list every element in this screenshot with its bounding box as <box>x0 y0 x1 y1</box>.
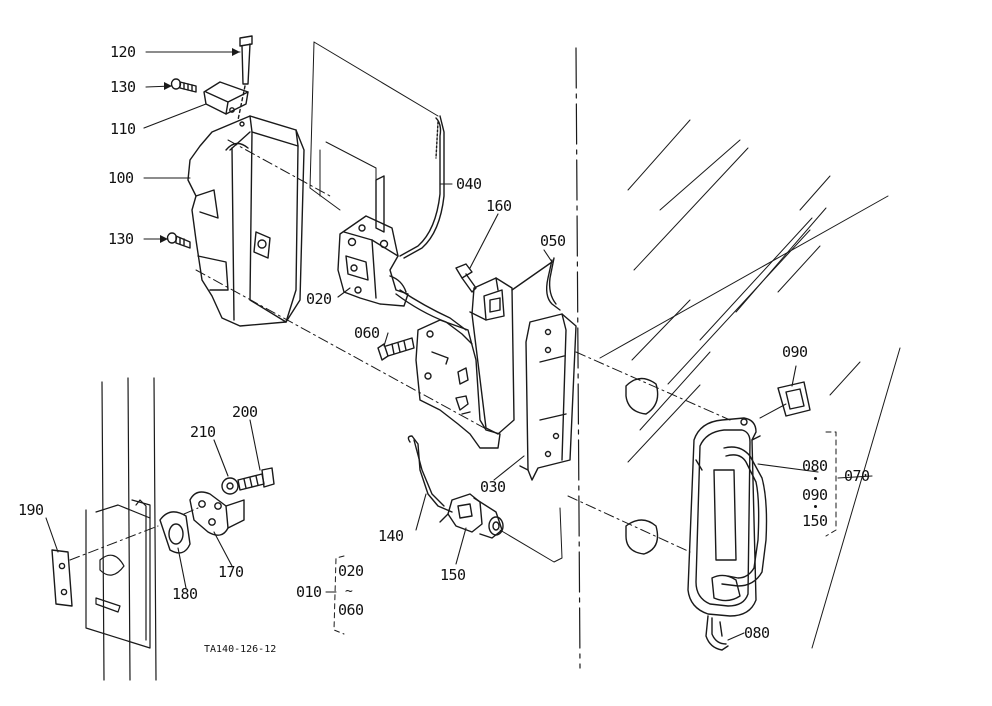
part-130-bottom-screw <box>166 232 191 249</box>
part-180-gasket <box>159 511 191 554</box>
callout-160: 160 <box>486 197 512 215</box>
callout-060: 060 <box>354 324 380 342</box>
callout-050: 050 <box>540 232 566 250</box>
group-dot-1 <box>814 477 817 480</box>
cylinder-axis <box>499 495 691 563</box>
callout-170: 170 <box>218 563 244 581</box>
part-140-rod <box>407 435 453 513</box>
door-holes <box>575 351 731 555</box>
group-bracket-070 <box>825 431 837 537</box>
cover-hidden-lines <box>195 41 489 431</box>
part-030-long-plate <box>519 313 577 481</box>
callout-070: 070 <box>844 467 870 485</box>
callout-180: 180 <box>172 585 198 603</box>
part-030-upper-bracket <box>469 277 515 435</box>
part-050-spring <box>511 257 561 311</box>
callout-200: 200 <box>232 403 258 421</box>
part-040-rod <box>399 115 445 259</box>
part-170-striker <box>189 491 245 536</box>
part-020-lock <box>337 175 409 307</box>
callout-030: 030 <box>480 478 506 496</box>
callout-020: 020 <box>306 290 332 308</box>
callout-120: 120 <box>110 43 136 61</box>
door-pillar <box>85 377 157 681</box>
callout-130-bottom: 130 <box>108 230 134 248</box>
part-200-bolt <box>237 467 275 491</box>
part-150-cylinder <box>439 493 504 539</box>
part-080-clip <box>705 615 729 651</box>
striker-assembly-axis <box>69 507 199 561</box>
part-210-washer <box>221 477 239 495</box>
leader-arrowheads <box>160 48 240 243</box>
part-130-top-screw <box>170 78 197 93</box>
part-110-block <box>203 81 249 115</box>
group-bracket-010 <box>333 555 345 635</box>
callout-090-top: 090 <box>782 343 808 361</box>
callout-210: 210 <box>190 423 216 441</box>
part-100-cover <box>187 115 305 327</box>
callout-060-group: 060 <box>338 601 364 619</box>
door-edge-centerline <box>575 47 581 669</box>
lock-link-rod <box>395 289 473 345</box>
glass-hatching <box>599 119 901 649</box>
part-160-screw <box>455 263 477 293</box>
part-070-handle <box>687 417 768 617</box>
drawing-code: TA140-126-12 <box>204 644 277 655</box>
callout-150: 150 <box>440 566 466 584</box>
part-190-plate <box>51 549 73 607</box>
callout-100: 100 <box>108 169 134 187</box>
part-060-screw <box>377 337 415 361</box>
group-range-mark: ~ <box>345 584 353 599</box>
callout-110: 110 <box>110 120 136 138</box>
callout-040: 040 <box>456 175 482 193</box>
callout-080-group: 080 <box>802 457 828 475</box>
callout-150-group: 150 <box>802 512 828 530</box>
callout-080-bottom: 080 <box>744 624 770 642</box>
callout-140: 140 <box>378 527 404 545</box>
callout-090-group: 090 <box>802 486 828 504</box>
callout-190: 190 <box>18 501 44 519</box>
callout-130-top: 130 <box>110 78 136 96</box>
part-030-lower-plate <box>415 319 501 449</box>
leader-lines <box>45 51 873 641</box>
callout-010: 010 <box>296 583 322 601</box>
group-dot-2 <box>814 505 817 508</box>
part-090-pad <box>759 381 811 419</box>
part-120-pin <box>237 35 253 121</box>
callout-020-group: 020 <box>338 562 364 580</box>
